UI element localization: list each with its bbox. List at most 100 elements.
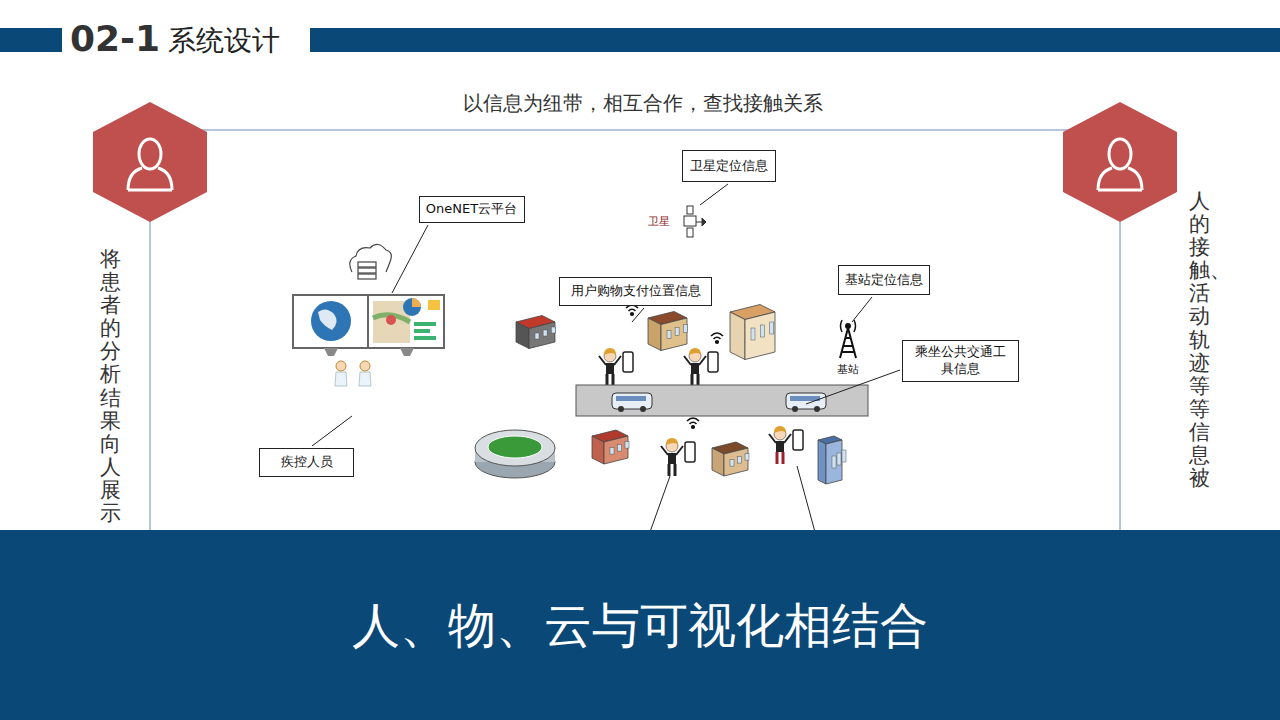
hexagon-left-part-part bbox=[139, 139, 161, 169]
box-text: 用户购物支付位置信息 bbox=[571, 283, 701, 300]
wifi-signals-part-part bbox=[687, 418, 699, 421]
leader-lines-part bbox=[700, 184, 728, 205]
buildings-part-part bbox=[730, 312, 745, 360]
buildings-part bbox=[818, 436, 846, 484]
buildings-part-part bbox=[625, 442, 629, 449]
box-text: 基站定位信息 bbox=[845, 272, 923, 289]
buildings-part-part bbox=[745, 454, 749, 461]
hexagon-right-part-part bbox=[1098, 168, 1142, 190]
buildings-part bbox=[592, 430, 629, 464]
buildings-part-part bbox=[675, 328, 679, 336]
buildings-part-part bbox=[760, 325, 764, 337]
icon-label: 基站 bbox=[837, 362, 859, 377]
monitor-screens-part bbox=[311, 301, 351, 341]
monitor-screens-part bbox=[414, 329, 430, 333]
monitor-screens bbox=[293, 295, 444, 356]
wifi-signals-part-part bbox=[629, 309, 636, 311]
leader-lines-part bbox=[852, 297, 872, 322]
people-figures-part-part bbox=[685, 442, 695, 462]
people-figures-part-part bbox=[692, 374, 698, 386]
box-text: OneNET云平台 bbox=[426, 201, 517, 218]
monitor-screens-part bbox=[428, 300, 440, 310]
stadium-part bbox=[475, 430, 555, 466]
cloud-server-icon-part bbox=[358, 268, 376, 273]
hexagon-right-part-part bbox=[1109, 139, 1131, 169]
people-figures-part-part bbox=[623, 352, 633, 372]
hexagon-left-part bbox=[93, 102, 207, 222]
frame-part bbox=[150, 130, 1120, 131]
buildings-part-part bbox=[529, 322, 555, 349]
buildings-part-part bbox=[648, 318, 661, 351]
leader-lines bbox=[312, 184, 900, 532]
buildings-part-part bbox=[738, 457, 742, 464]
satellite-icon-part bbox=[687, 206, 693, 214]
buildings-part-part bbox=[751, 328, 755, 340]
wifi-signals-part-part bbox=[711, 333, 723, 336]
people-figures-part-part bbox=[776, 441, 784, 452]
satellite-icon-part bbox=[696, 222, 702, 223]
wifi-signals-part-part bbox=[716, 341, 719, 344]
side-note: 将患者的分析结果向人展示 bbox=[100, 248, 121, 525]
buildings-part-part bbox=[604, 436, 628, 464]
buildings-part-part bbox=[610, 448, 614, 455]
headline: 以信息为纽带，相互合作，查找接触关系 bbox=[463, 90, 823, 117]
info-box: 用户购物支付位置信息 bbox=[559, 277, 712, 306]
people-figures-part-part bbox=[668, 453, 676, 464]
wifi-signals-part-part bbox=[714, 337, 721, 339]
cloud-server-icon-part bbox=[350, 244, 392, 272]
wifi-signals-part bbox=[711, 333, 723, 343]
buses-part-part bbox=[814, 406, 820, 412]
people-figures-part-part bbox=[336, 361, 346, 371]
satellite-icon bbox=[684, 206, 706, 237]
frame bbox=[150, 130, 1120, 540]
monitor-screens-part bbox=[414, 322, 436, 326]
info-box: 疾控人员 bbox=[259, 448, 354, 477]
people-figures-part-part bbox=[666, 438, 678, 445]
wifi-signals-part-part bbox=[690, 422, 697, 424]
buildings-part-part bbox=[667, 331, 671, 339]
wifi-signals-part bbox=[626, 305, 638, 315]
monitor-screens-part bbox=[414, 336, 436, 340]
base-station-tower-part bbox=[840, 328, 856, 358]
hexagon-right-part bbox=[1098, 139, 1142, 190]
people-figures-part-part bbox=[708, 352, 718, 372]
buses-part-part bbox=[786, 393, 826, 409]
hexagon-right bbox=[1063, 102, 1177, 222]
base-station-tower-part bbox=[846, 324, 850, 328]
caption-band: 人、物、云与可视化相结合 bbox=[0, 530, 1280, 720]
people-figures-part-part bbox=[604, 348, 616, 355]
stadium-part bbox=[488, 436, 542, 458]
leader-lines-part bbox=[312, 416, 352, 446]
buildings-part-part bbox=[818, 440, 826, 484]
buildings-part-part bbox=[683, 325, 687, 333]
wifi-signals-part-part bbox=[692, 426, 695, 429]
buildings-part-part bbox=[770, 322, 774, 334]
buildings-part-part bbox=[832, 456, 836, 468]
people-figures-part-part bbox=[359, 372, 371, 386]
buildings-part-part bbox=[745, 312, 775, 360]
buildings-part-part bbox=[551, 327, 555, 333]
leader-lines-part bbox=[650, 476, 670, 532]
people-figures-part bbox=[684, 348, 718, 386]
buildings-part-part bbox=[837, 453, 841, 465]
monitor-screens-part bbox=[412, 298, 421, 307]
people-figures-part-part bbox=[669, 464, 675, 476]
hexagon-left-part bbox=[128, 139, 172, 190]
box-text: 乘坐公共交通工具信息 bbox=[909, 344, 1012, 378]
people-figures-part-part bbox=[774, 426, 786, 433]
people-figures-part bbox=[599, 348, 633, 386]
section-title: 系统设计 bbox=[168, 22, 280, 60]
icon-label: 卫星 bbox=[648, 214, 670, 229]
base-station-tower bbox=[840, 320, 856, 358]
frame-part bbox=[1120, 210, 1121, 540]
buildings-part bbox=[516, 316, 555, 349]
section-number: 02-1 bbox=[70, 18, 160, 59]
monitor-screens-part bbox=[324, 348, 414, 356]
cloud-server-icon bbox=[350, 244, 392, 279]
wifi-signals bbox=[626, 305, 723, 428]
buses-part-part bbox=[612, 393, 652, 409]
buildings-part bbox=[730, 305, 775, 360]
satellite-icon-part bbox=[684, 216, 696, 226]
satellite-icon-part bbox=[702, 218, 706, 226]
